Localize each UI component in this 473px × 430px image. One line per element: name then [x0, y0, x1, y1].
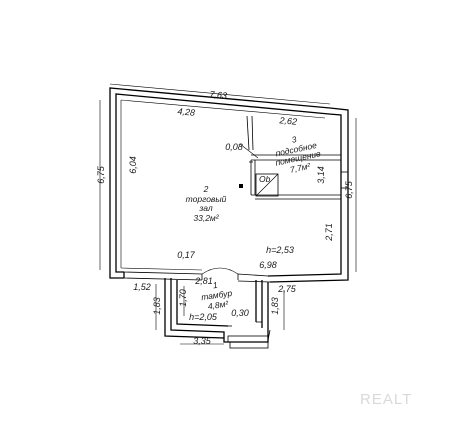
height-vestibule: h=2,05: [189, 312, 218, 322]
dim-top-left: 4,28: [177, 106, 195, 117]
dim-top-total: 7,63: [209, 89, 227, 100]
room-1-area: 4,8м²: [207, 298, 230, 311]
dim-left-inner: 6,04: [128, 156, 138, 174]
dim-vest-left-inner: 1,70: [178, 289, 188, 307]
dim-vest-right-outer: 1,83: [270, 297, 280, 315]
room-3-area: 7,7м²: [289, 161, 312, 175]
exterior-walls: [109, 87, 349, 283]
dim-bottom-left: 1,52: [133, 282, 151, 292]
door-swing: [239, 143, 259, 188]
dim-left-outer: 6,75: [96, 165, 106, 184]
room-2-name-line2: зал: [198, 203, 212, 213]
dimension-lines: [99, 83, 357, 345]
dim-wall-thickness: 0,17: [177, 250, 196, 260]
room-2-number: 2: [203, 184, 209, 194]
dim-vest-step: 0,30: [231, 308, 249, 318]
dim-right-outer: 6,75: [344, 180, 354, 199]
dim-vest-left-outer: 1,83: [152, 297, 162, 315]
dim-vest-bottom: 3,35: [193, 336, 212, 346]
room-2-area: 33,2м²: [193, 213, 219, 223]
room-labels: 2 торговый зал 33,2м² 3 подсобное помеще…: [186, 134, 322, 311]
height-labels: h=2,53 h=2,05: [189, 245, 294, 322]
room-1-number: 1: [212, 280, 218, 291]
dim-partition-gap: 0,08: [225, 142, 243, 152]
dim-bottom-mid: 2,81: [194, 276, 213, 286]
sink-label: Ob: [259, 174, 271, 184]
sink-fixture: Ob: [255, 173, 279, 197]
dim-bottom-right: 2,75: [277, 284, 297, 294]
dim-right-upper: 3,14: [316, 166, 326, 184]
watermark-logo: REALT: [360, 391, 412, 408]
room-1-name: тамбур: [200, 288, 232, 302]
dim-bottom-inner: 6,98: [259, 260, 277, 270]
room-3-number: 3: [291, 134, 298, 145]
dim-top-right: 2,62: [278, 115, 297, 127]
vestibule-walls: [164, 267, 271, 349]
dimension-labels: 7,63 4,28 2,62 0,08 6,75 6,04 6,75 3,14 …: [96, 89, 354, 346]
partition-walls: [246, 115, 348, 200]
dim-right-lower: 2,71: [324, 223, 334, 242]
height-main: h=2,53: [266, 245, 294, 255]
room-2-name-line1: торговый: [186, 194, 227, 204]
